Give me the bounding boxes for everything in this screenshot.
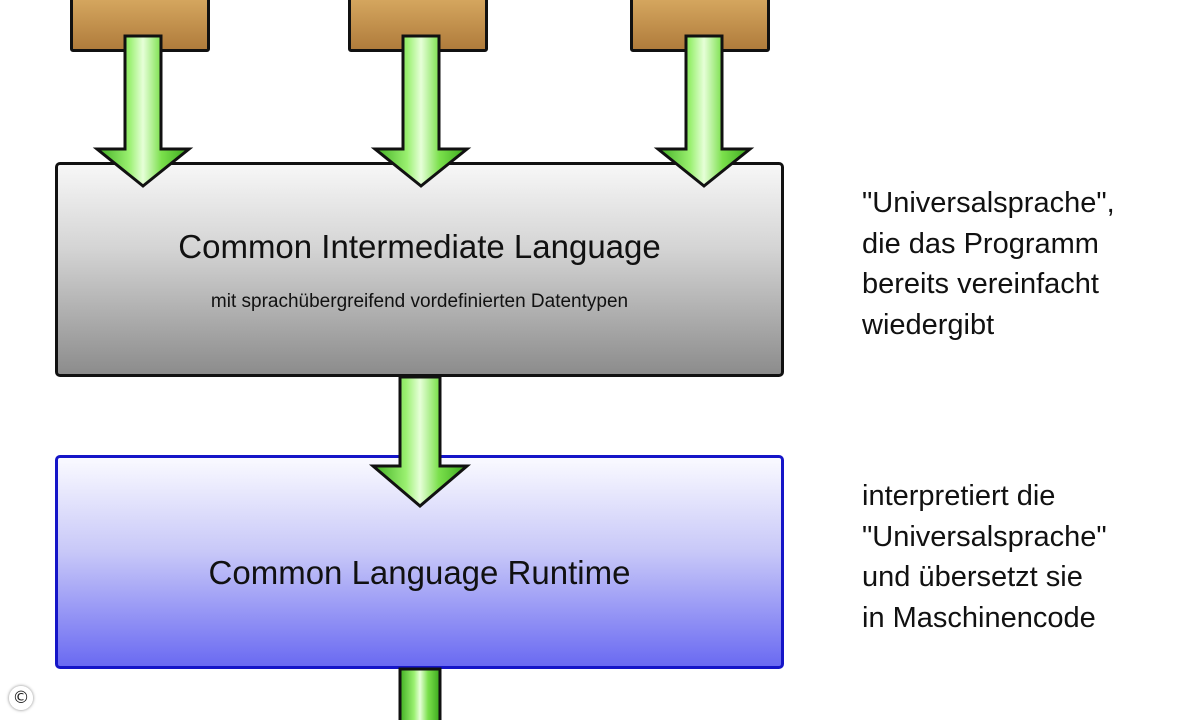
cil-description-line: die das Programm (862, 227, 1099, 260)
cil-description-line: bereits vereinfacht (862, 268, 1099, 300)
clr-description-line: in Maschinencode (862, 601, 1096, 634)
source-language-box-3 (630, 0, 770, 52)
cil-title: Common Intermediate Language (178, 228, 661, 265)
copyright-icon: © (9, 686, 33, 710)
cil-subtitle: mit sprachübergreifend vordefinierten Da… (210, 291, 629, 312)
clr-description-line: interpretiert die (862, 480, 1056, 512)
clr-description-line: "Universalsprache" (862, 520, 1107, 553)
down-arrow-icon (398, 667, 442, 720)
clr-description-line: und übersetzt sie (862, 561, 1083, 593)
cil-description-line: "Universalsprache", (862, 187, 1115, 219)
clr-title: Common Language Runtime (208, 554, 631, 591)
clr-box: Common Language Runtime (55, 455, 784, 669)
clr-description: interpretiert die "Universalsprache" und… (862, 476, 1192, 638)
cil-description-line: wiedergibt (862, 308, 995, 341)
cil-box: Common Intermediate Language mit sprachü… (55, 162, 784, 377)
source-language-box-1 (70, 0, 210, 52)
cil-description: "Universalsprache", die das Programm ber… (862, 183, 1192, 345)
source-language-box-2 (348, 0, 488, 52)
